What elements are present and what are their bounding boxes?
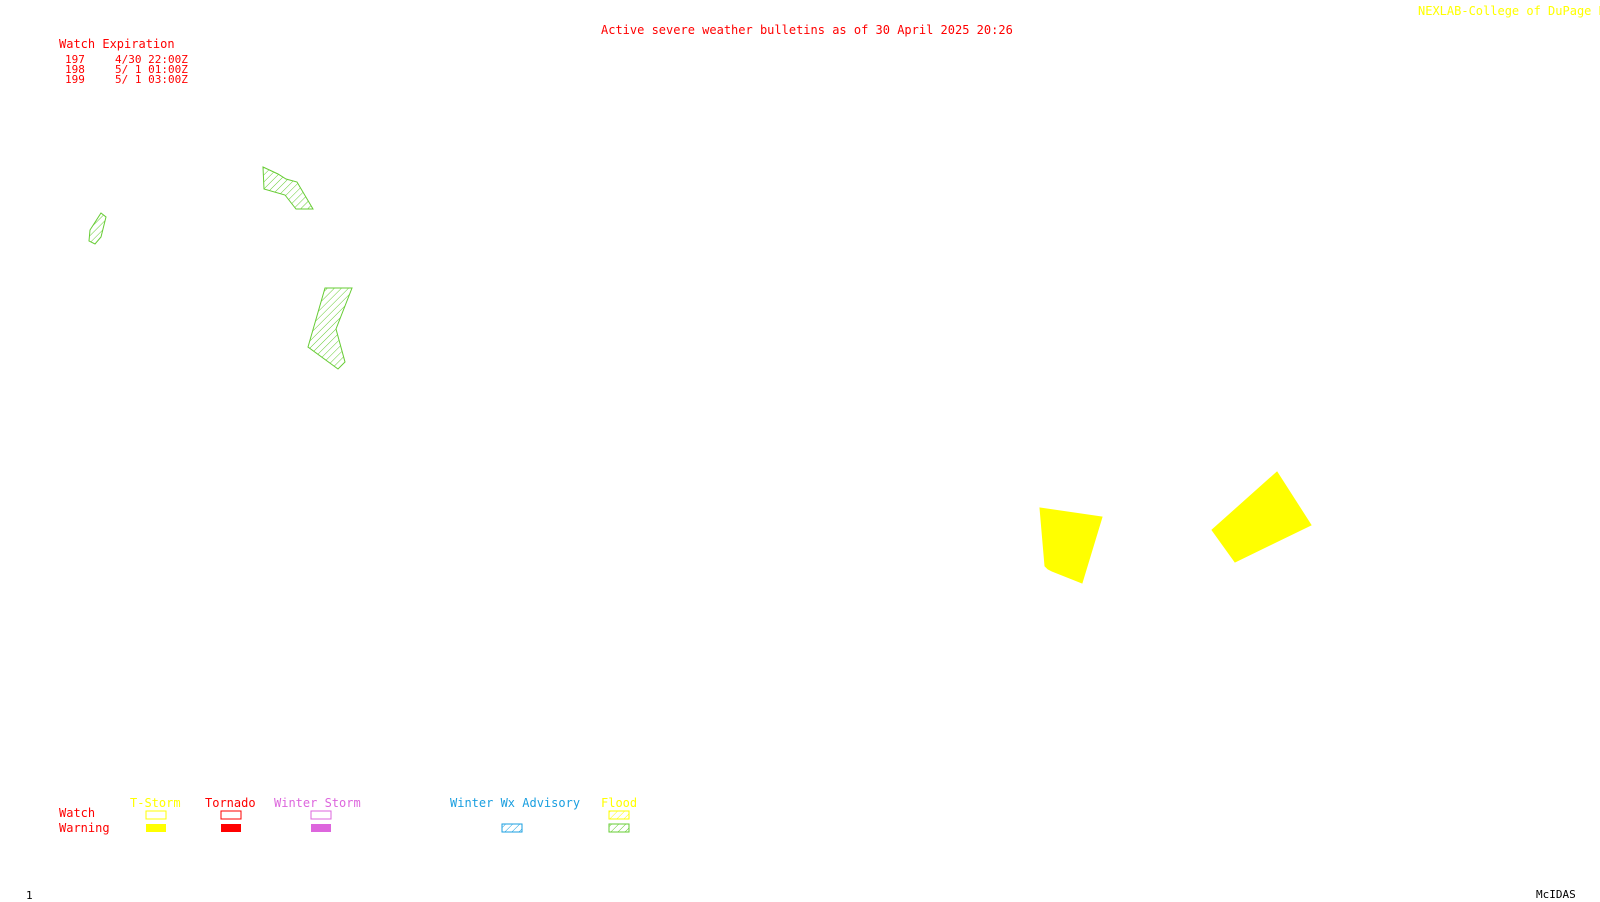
tornado-watch-swatch — [220, 810, 242, 820]
tstorm-warning-swatch — [146, 824, 166, 832]
flood-warning-polygon — [307, 287, 353, 370]
credit-label: NEXLAB-College of DuPage R — [1418, 4, 1600, 18]
watch-table-heading: Watch Expiration — [59, 37, 175, 51]
watch-row-expires: 4/30 22:00Z — [115, 53, 188, 66]
flood-warning-swatch — [608, 823, 630, 833]
winter-advisory-warning-swatch — [501, 823, 523, 833]
tornado-warning-swatch — [221, 824, 241, 832]
page-title: Active severe weather bulletins as of 30… — [601, 23, 1013, 37]
watch-row-id: 199 — [65, 73, 85, 86]
flood-warning-polygon — [262, 166, 314, 210]
software-label: McIDAS — [1536, 888, 1576, 901]
tstorm-warning-polygon — [1039, 507, 1103, 584]
tstorm-warning-polygon — [1211, 471, 1312, 563]
watch-row-expires: 5/ 1 01:00Z — [115, 63, 188, 76]
legend-flood-label: Flood — [601, 796, 638, 810]
tstorm-watch-swatch — [145, 810, 167, 820]
legend-winter-storm-label: Winter Storm — [274, 796, 361, 810]
flood-watch-swatch — [608, 810, 630, 820]
watch-row-expires: 5/ 1 03:00Z — [115, 73, 188, 86]
legend-winter-advisory-label: Winter Wx Advisory — [450, 796, 581, 810]
watch-row-id: 197 — [65, 53, 85, 66]
legend-tstorm-label: T-Storm — [130, 796, 181, 810]
winter-storm-watch-swatch — [310, 810, 332, 820]
flood-warning-polygon — [88, 212, 107, 245]
winter-storm-warning-swatch — [311, 824, 331, 832]
legend-tornado-label: Tornado — [205, 796, 256, 810]
legend-warning-row-label: Warning — [59, 821, 110, 835]
watch-row-id: 198 — [65, 63, 85, 76]
legend-watch-row-label: Watch — [59, 806, 96, 820]
frame-number: 1 — [26, 889, 33, 902]
